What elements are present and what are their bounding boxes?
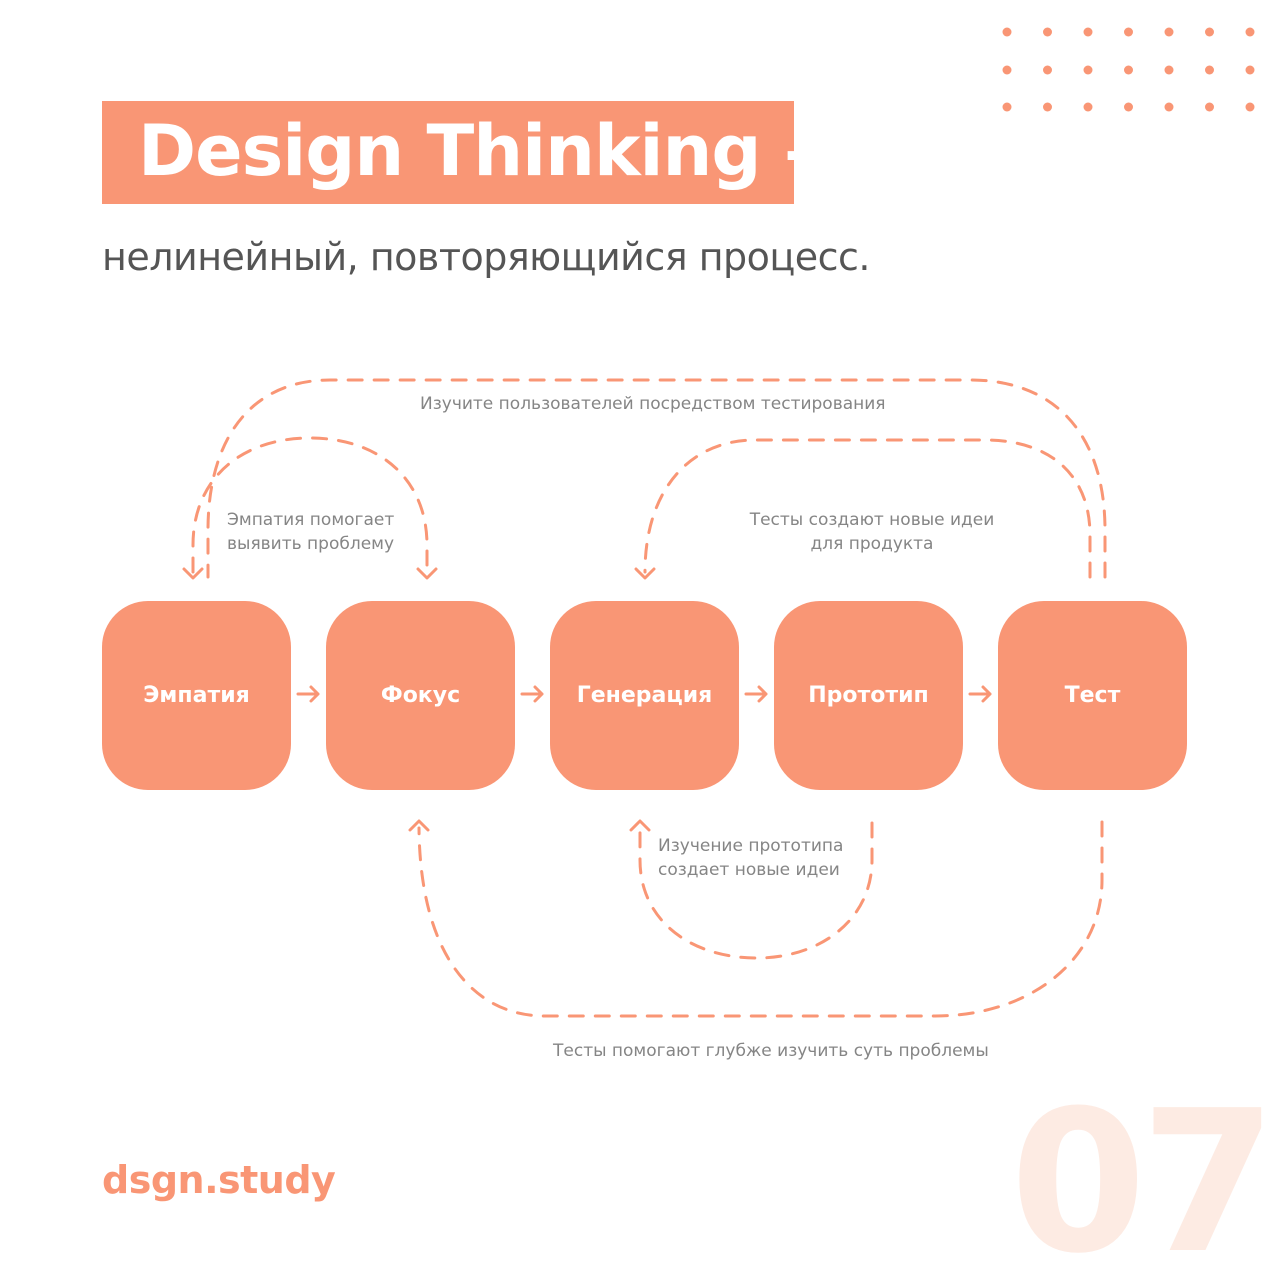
stage-label: Фокус [380, 683, 461, 708]
stage-focus: Фокус [326, 601, 515, 790]
loop-prototype-to-generation [638, 821, 874, 960]
stage-test: Тест [998, 601, 1187, 790]
brand-name: dsgn.study [102, 1158, 336, 1202]
page-subtitle: нелинейный, повторяющийся процесс. [102, 235, 871, 279]
arrowhead-focus-bottom [408, 819, 430, 832]
note-line: выявить проблему [227, 534, 395, 554]
arrowhead-generation-bottom [629, 819, 651, 832]
stage-label: Генерация [576, 683, 713, 708]
stage-generation: Генерация [550, 601, 739, 790]
dot-grid-decoration [1002, 27, 1255, 112]
arrow-focus-generation [520, 685, 544, 703]
arrow-empathy-focus [296, 685, 320, 703]
note-prototype-generation-loop: Изучение прототипа создает новые идеи [658, 834, 843, 882]
arrow-generation-prototype [744, 685, 768, 703]
loop-test-to-focus [417, 820, 1104, 1018]
stage-empathy: Эмпатия [102, 601, 291, 790]
stage-prototype: Прототип [774, 601, 963, 790]
note-line: Изучение прототипа [658, 836, 844, 856]
note-top-outer-loop: Изучите пользователей посредством тестир… [420, 394, 886, 414]
arrowhead-empathy [182, 567, 204, 580]
stage-label: Эмпатия [143, 683, 250, 708]
title-banner: Design Thinking – [102, 101, 819, 204]
loop-test-to-empathy [206, 378, 1107, 579]
note-line: создает новые идеи [658, 860, 840, 880]
note-line: для продукта [810, 534, 934, 554]
arrowhead-focus-top [416, 567, 438, 580]
note-line: Тесты создают новые идеи [749, 510, 995, 530]
page-number: 07 [1010, 1069, 1277, 1280]
stage-label: Прототип [808, 683, 929, 708]
note-test-generation-loop: Тесты создают новые идеи для продукта [744, 508, 1000, 556]
note-line: Эмпатия помогает [227, 510, 395, 530]
note-test-focus-loop: Тесты помогают глубже изучить суть пробл… [553, 1041, 989, 1061]
page-title: Design Thinking – [138, 110, 819, 192]
arrowhead-generation-top [634, 567, 656, 580]
note-empathy-focus-loop: Эмпатия помогает выявить проблему [227, 508, 394, 556]
loop-test-to-generation [643, 438, 1092, 579]
arrow-prototype-test [968, 685, 992, 703]
stage-label: Тест [1064, 683, 1121, 708]
